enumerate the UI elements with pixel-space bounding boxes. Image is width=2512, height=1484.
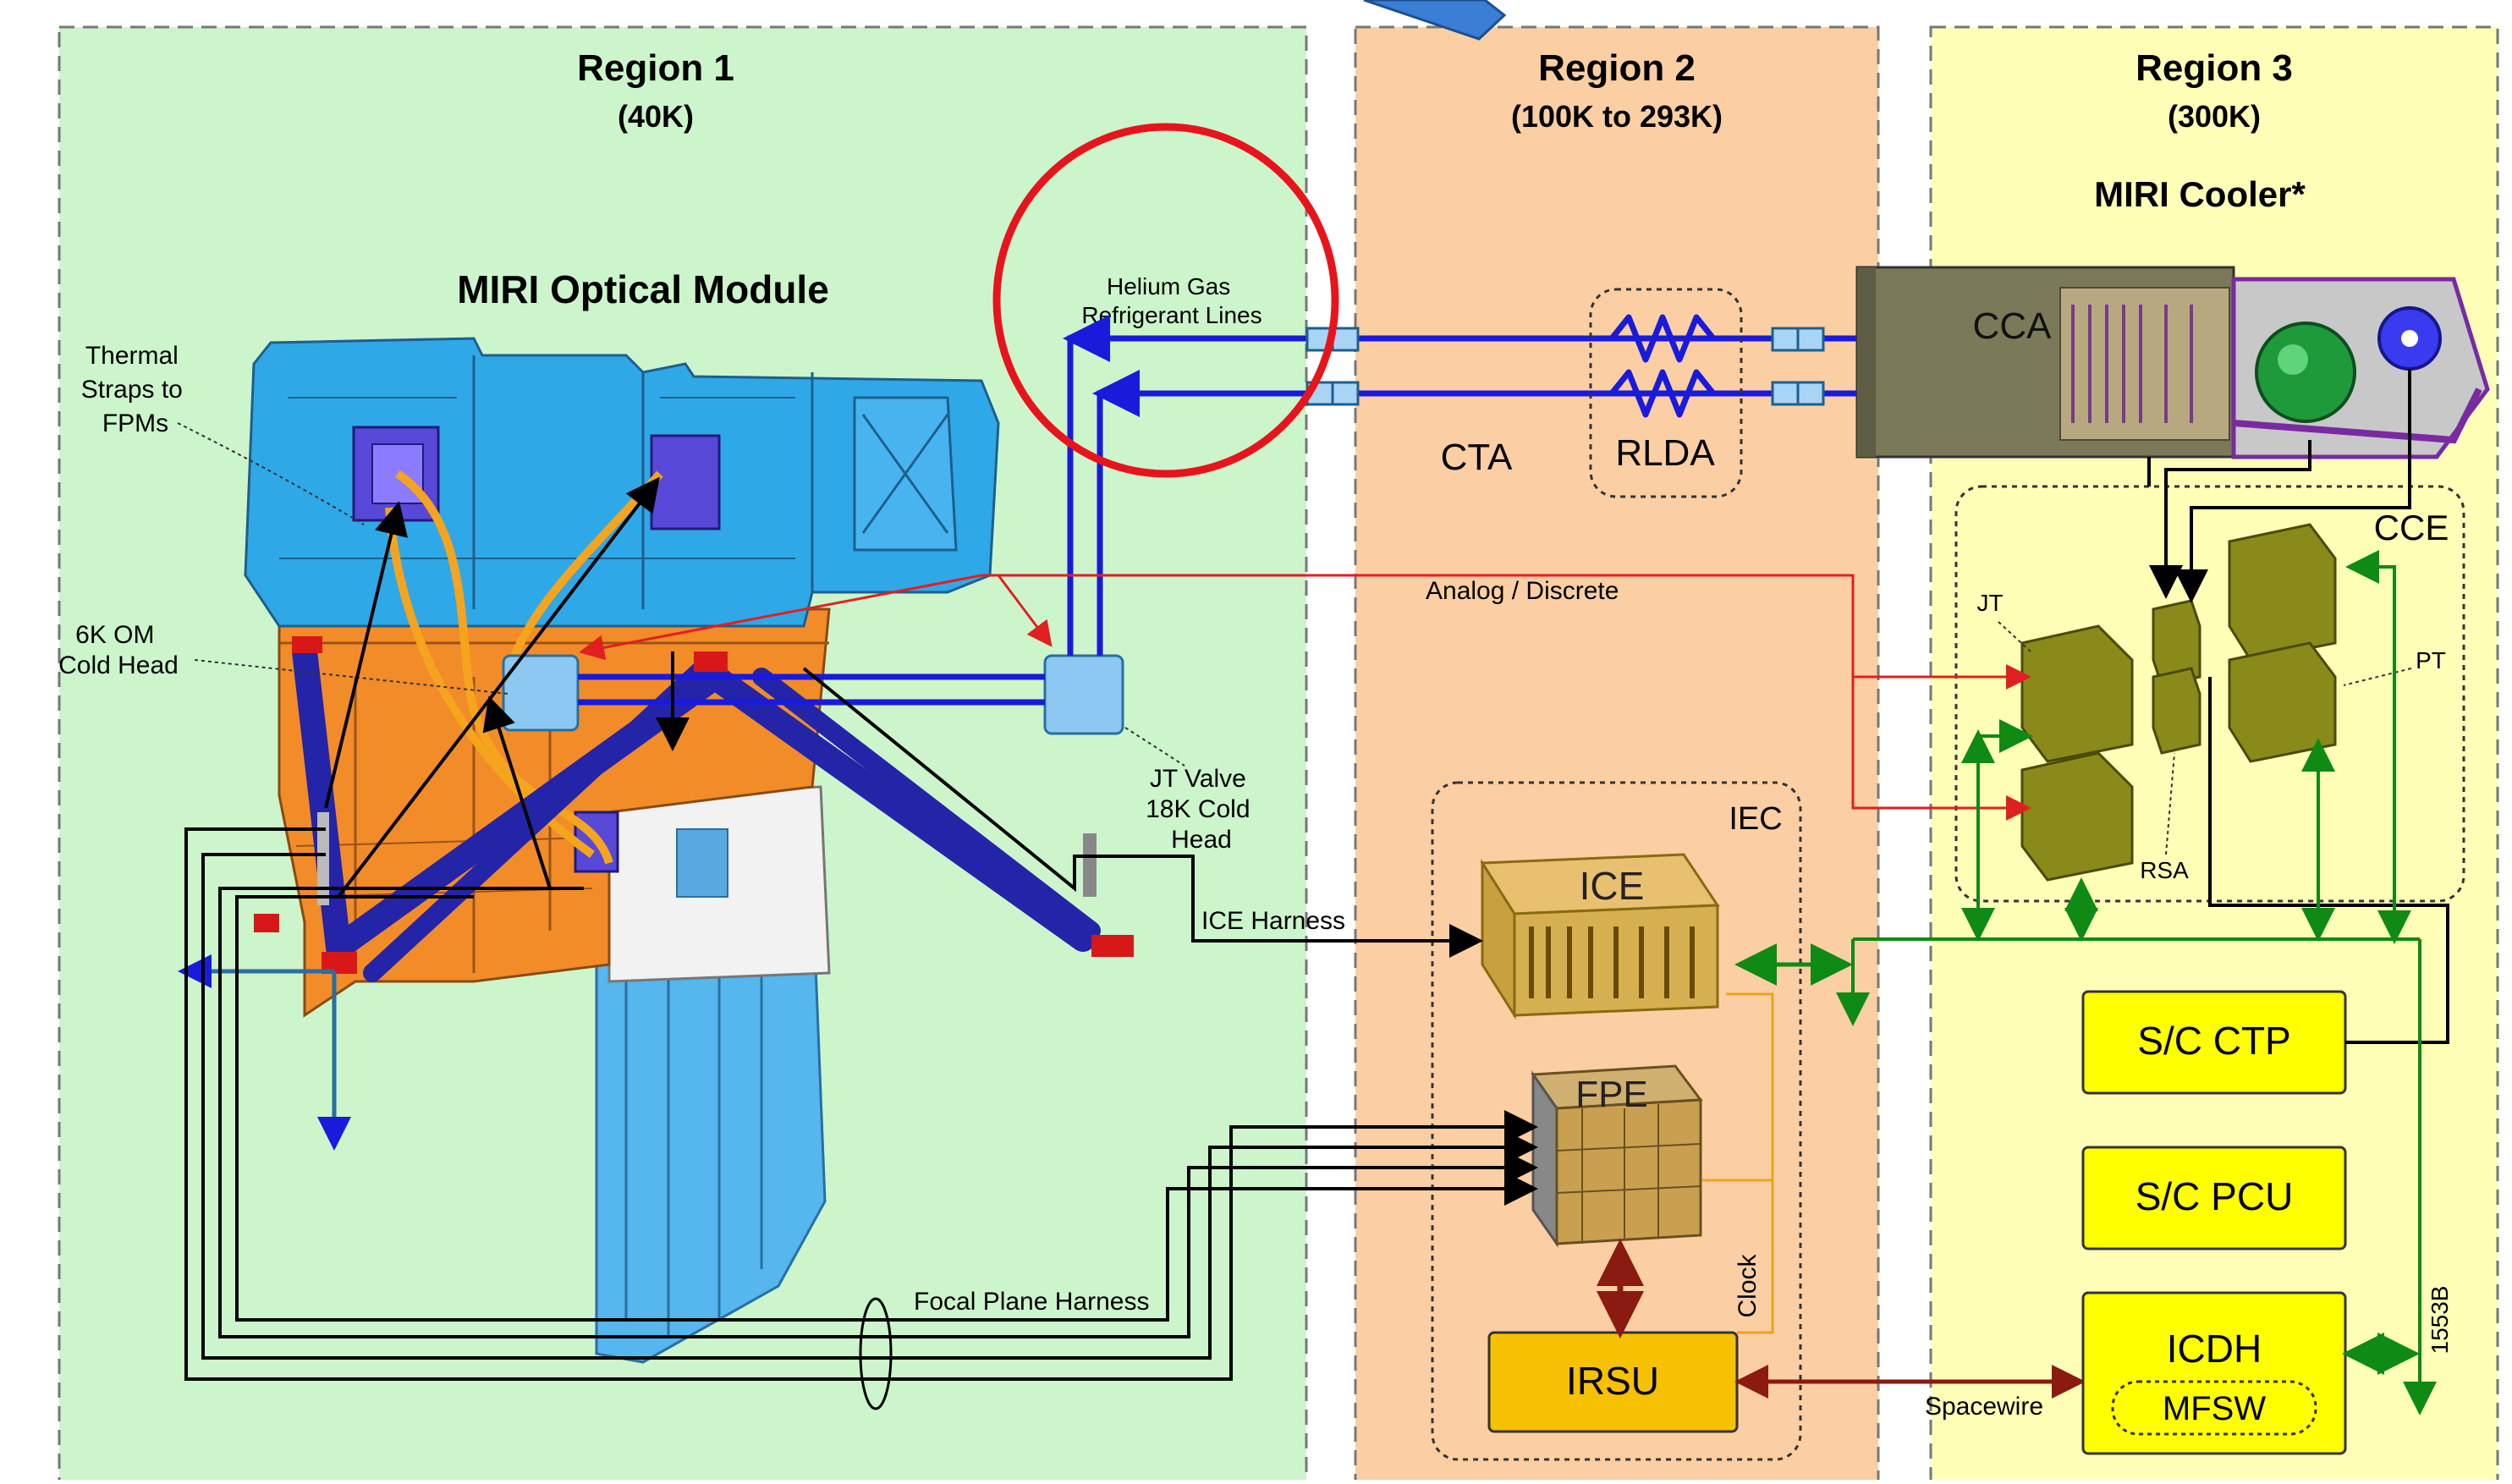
jt-valve-leader <box>1124 727 1185 767</box>
spacewire-label: Spacewire <box>1925 1393 2043 1421</box>
analog-discrete-label: Analog / Discrete <box>1426 577 1619 605</box>
jt-label: JT <box>1976 590 2003 616</box>
thermal-straps-leader <box>177 422 365 525</box>
cooler-title: MIRI Cooler* <box>2094 174 2306 214</box>
clock-label: Clock <box>1734 1253 1762 1317</box>
mfsw-box <box>2111 1380 2317 1436</box>
icdh-box <box>2081 1291 2347 1455</box>
region3-title: Region 3 <box>2135 47 2293 89</box>
rlda-box <box>1589 288 1743 498</box>
ice-label: ICE <box>1580 864 1645 908</box>
irsu-label: IRSU <box>1566 1359 1659 1403</box>
fpe-label: FPE <box>1575 1074 1648 1115</box>
jt-valve-label: JT Valve 18K Cold Head <box>1146 765 1257 854</box>
rlda-label: RLDA <box>1615 432 1715 474</box>
pt-leader <box>2343 668 2412 686</box>
region1-temp: (40K) <box>618 99 694 134</box>
region1-title: Region 1 <box>577 47 734 89</box>
ice-harness-label: ICE Harness <box>1201 907 1345 935</box>
fpe-graphic <box>1531 1064 1703 1248</box>
icdh-label: ICDH <box>2167 1327 2262 1371</box>
sc-pcu-label: S/C PCU <box>2135 1174 2294 1218</box>
jt-leader <box>1998 621 2031 652</box>
cca-graphic <box>1855 266 2490 459</box>
region2-panel <box>1354 25 1880 1484</box>
ice-graphic <box>1480 853 1720 1020</box>
jt-valve-box <box>1043 654 1124 735</box>
sc-pcu-box <box>2081 1146 2347 1250</box>
helium-refrigerant-lines <box>1063 314 1861 656</box>
cce-label: CCE <box>2374 508 2449 547</box>
cce-modules <box>2020 523 2337 882</box>
harness-bundle-marker <box>859 1297 893 1410</box>
region2-title: Region 2 <box>1538 47 1696 89</box>
optical-module-title: MIRI Optical Module <box>457 267 829 311</box>
bus-1553b-label: 1553B <box>2427 1286 2453 1355</box>
cold-head-6k-label: 6K OM Cold Head <box>58 621 179 679</box>
iec-label: IEC <box>1729 801 1782 837</box>
region3-temp: (300K) <box>2168 99 2261 134</box>
cca-label: CCA <box>1973 305 2053 347</box>
rsa-label: RSA <box>2140 857 2189 883</box>
cta-label: CTA <box>1441 437 1513 478</box>
focal-plane-harness <box>184 827 1538 1381</box>
mfsw-label: MFSW <box>2163 1390 2266 1427</box>
iec-box <box>1431 781 1802 1461</box>
cold-head-leader <box>194 659 508 695</box>
focal-plane-harness-label: Focal Plane Harness <box>914 1288 1149 1316</box>
optical-module-graphic <box>178 337 1134 1364</box>
sc-ctp-label: S/C CTP <box>2137 1019 2290 1063</box>
om-cold-head-box <box>502 654 580 732</box>
region2-temp: (100K to 293K) <box>1511 99 1723 134</box>
annotation-circle <box>992 123 1339 478</box>
helium-lines-label: Helium Gas Refrigerant Lines <box>1081 273 1261 328</box>
bus-1553b-lines <box>1734 550 2437 1415</box>
thermal-straps-label: Thermal Straps to FPMs <box>81 342 190 437</box>
pointer-arrow-icon <box>1363 0 1507 41</box>
region3-panel <box>1929 25 2499 1484</box>
pt-label: PT <box>2416 647 2446 673</box>
